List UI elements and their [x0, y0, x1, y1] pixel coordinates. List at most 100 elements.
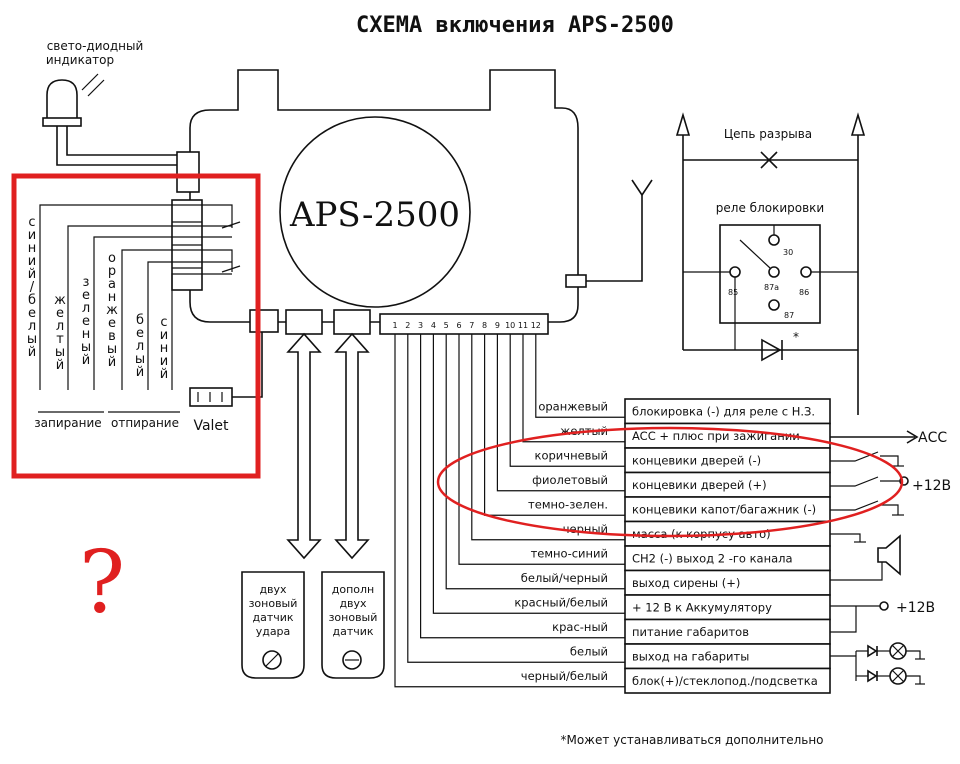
wire-color-label: красный/белый: [514, 595, 608, 609]
relay-pin-87a: 87a: [764, 283, 779, 292]
relay-section: Цепь разрыва реле блокировки 30 87a 85 8…: [675, 112, 866, 415]
acc-label: АСС: [918, 430, 947, 446]
connector-number: 1: [392, 321, 397, 330]
unlock-group-label: отпирание: [111, 416, 179, 430]
wire-fanout: [394, 334, 625, 688]
wire-line: [420, 334, 625, 639]
extra-sensor-line1: дополн: [332, 583, 374, 596]
wire-line: [445, 334, 625, 590]
sensor-connector-2: [333, 309, 371, 335]
wire-color-label: белый/черный: [521, 571, 608, 585]
minus-circle-icon: [342, 650, 362, 670]
diode-icon: [761, 338, 783, 362]
lock-group-label: запирание: [34, 416, 101, 430]
led-label-line1: свето-диодный: [47, 39, 144, 53]
function-row: [624, 496, 831, 523]
wire-line: [496, 334, 625, 492]
shock-sensor-line1: двух: [259, 583, 287, 596]
wire-line: [509, 334, 625, 467]
function-label: концевики капот/багажник (-): [632, 502, 816, 516]
lamp-icon: [867, 642, 925, 660]
connector-number: 3: [418, 321, 423, 330]
wire-color-label: черный/белый: [521, 669, 608, 683]
wire-line: [394, 334, 625, 688]
valet-button: [189, 387, 233, 407]
connector-number: 8: [482, 321, 487, 330]
relay-pin-30: 30: [783, 248, 793, 257]
wire-line: [535, 334, 625, 418]
function-label: выход на габариты: [632, 649, 749, 663]
lamp-icon: [867, 667, 925, 685]
close-icon: [760, 151, 778, 169]
function-label: ACC + плюс при зажигании: [632, 429, 800, 443]
shock-sensor-line4: удара: [256, 625, 291, 638]
connector-number: 2: [405, 321, 410, 330]
function-label: блокировка (-) для реле с Н.З.: [632, 404, 815, 418]
connector-number: 9: [495, 321, 500, 330]
extra-sensor-line2: двух: [339, 597, 367, 610]
diode-asterisk: *: [793, 330, 799, 344]
connector-number: 5: [444, 321, 449, 330]
extra-sensor-line4: датчик: [332, 625, 373, 638]
shock-sensor-line2: зоновый: [249, 597, 298, 610]
wire-table: блокировка (-) для реле с Н.З. оранжевыйA…: [514, 398, 831, 694]
function-label: выход сирены (+): [632, 576, 740, 590]
function-label: масса (к корпусу авто): [632, 527, 771, 541]
wire-color-label: темно-зелен.: [528, 497, 608, 511]
function-label: CH2 (-) выход 2 -го канала: [632, 551, 793, 565]
circuit-break-label: Цепь разрыва: [724, 127, 812, 141]
connector-number: 10: [505, 321, 515, 330]
relay-pin-87: 87: [784, 311, 794, 320]
wire-color-label: коричневый: [535, 448, 608, 462]
relay-pin-86: 86: [799, 288, 809, 297]
shock-sensor: двух зоновый датчик удара: [241, 571, 305, 679]
annotation-question-mark: ?: [79, 533, 125, 633]
battery-12v-label: +12В: [896, 600, 935, 616]
sensor-arrows: [286, 332, 370, 560]
function-label: + 12 В к Аккумулятору: [632, 600, 772, 614]
function-label: концевики дверей (-): [632, 453, 761, 467]
function-row: [624, 618, 831, 645]
connector-number: 11: [518, 321, 528, 330]
slash-circle-icon: [262, 650, 282, 670]
wire-color-label: темно-синий: [531, 546, 608, 560]
wire-line: [471, 334, 625, 541]
function-label: питание габаритов: [632, 625, 749, 639]
relay-pin-85: 85: [728, 288, 738, 297]
unit-label: APS-2500: [289, 195, 460, 235]
led-label-line2: индикатор: [46, 53, 114, 67]
connector-number: 4: [431, 321, 436, 330]
annotation-ellipse: [436, 426, 904, 538]
wire-color-label: белый: [570, 644, 608, 658]
function-label: концевики дверей (+): [632, 478, 767, 492]
valet-label: Valet: [193, 418, 229, 434]
valet-connector: [249, 309, 279, 333]
wire-color-label: крас-ный: [552, 620, 608, 634]
right-loads: АСС +12В +12В: [830, 430, 951, 685]
annotation-box: [11, 173, 261, 479]
relay-title: реле блокировки: [716, 201, 824, 215]
shock-sensor-line3: датчик: [252, 611, 293, 624]
wire-line: [522, 334, 625, 443]
sensor-connector-1: [285, 309, 323, 335]
extra-sensor: дополн двух зоновый датчик: [321, 571, 385, 679]
page-title: СХЕМА включения APS-2500: [356, 13, 674, 38]
function-label: блок(+)/стеклопод./подсветка: [632, 674, 818, 688]
connector-number: 6: [456, 321, 461, 330]
antenna-icon: [631, 179, 653, 196]
main-connector: [379, 313, 549, 335]
led-icon: [46, 79, 78, 121]
function-row: [624, 398, 831, 425]
wire-color-label: оранжевый: [538, 399, 608, 413]
wire-line: [432, 334, 625, 614]
connector-number: 7: [469, 321, 474, 330]
led-indicator: свето-диодный индикатор: [42, 39, 180, 166]
